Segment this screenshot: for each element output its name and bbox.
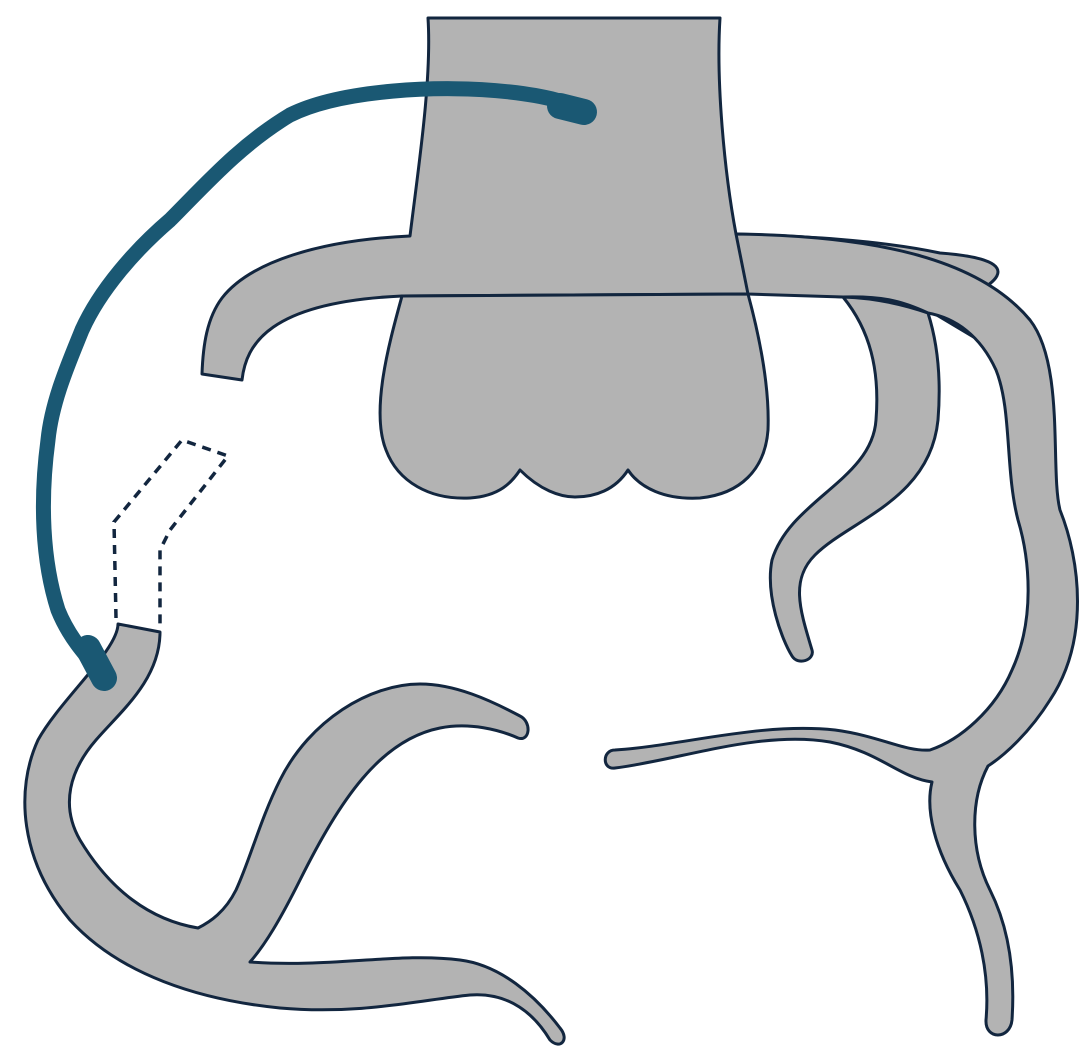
right-inner-branch — [770, 297, 939, 661]
graft-conduit-tip-end — [560, 106, 584, 112]
dashed-missing-segment — [114, 440, 228, 630]
graft-conduit-tip-start — [88, 648, 104, 678]
aortic-root — [380, 294, 768, 498]
